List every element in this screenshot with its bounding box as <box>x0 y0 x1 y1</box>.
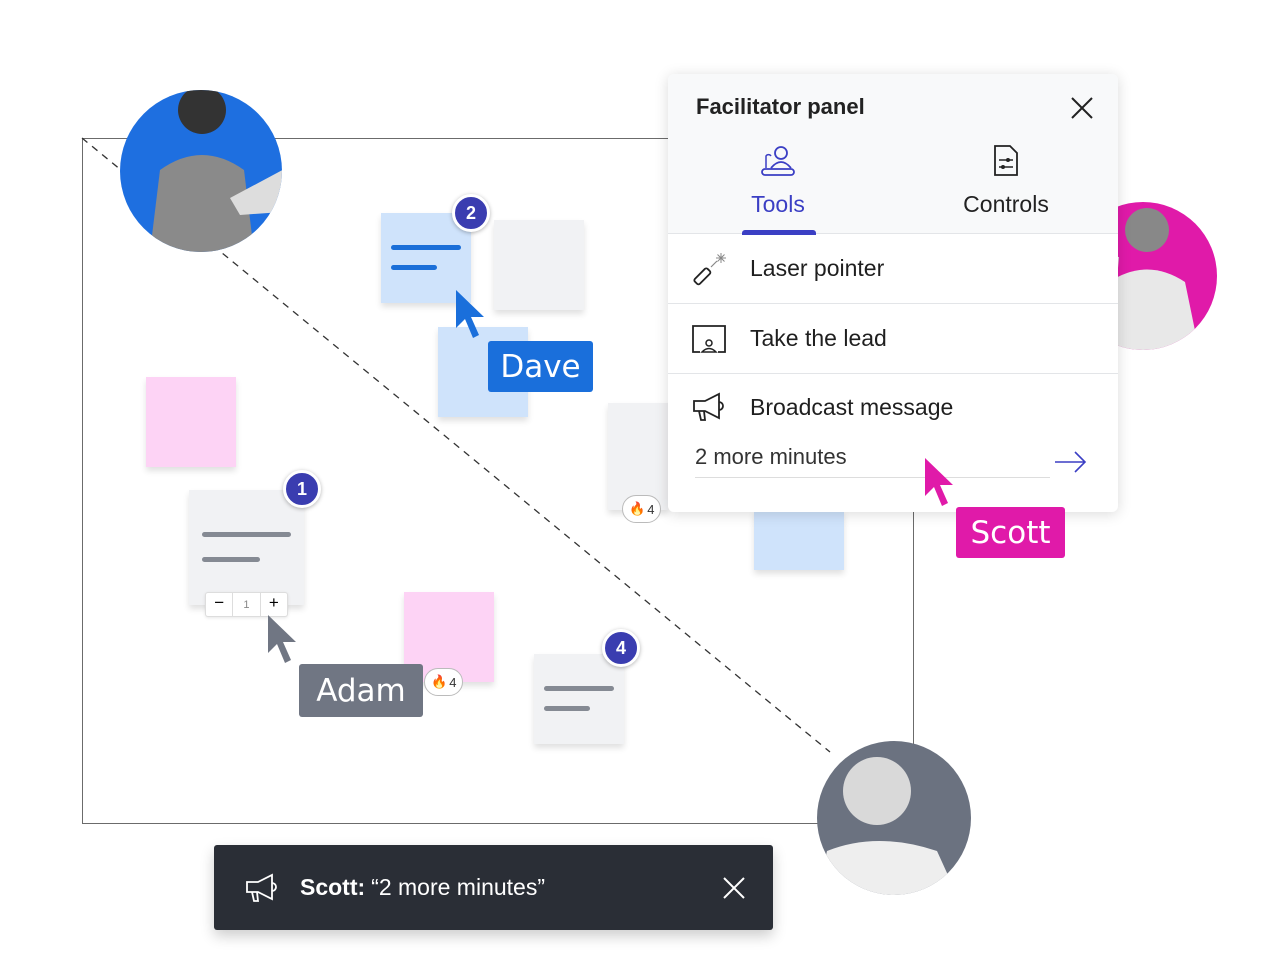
vote-count: 1 <box>233 593 261 616</box>
tool-label: Take the lead <box>750 325 887 351</box>
sticky-note[interactable] <box>381 213 471 303</box>
tool-label: Laser pointer <box>750 255 885 281</box>
close-icon[interactable] <box>1070 96 1094 120</box>
presenter-icon <box>761 146 795 176</box>
avatar-adam <box>817 741 971 895</box>
vote-stepper[interactable]: − 1 + <box>205 592 288 617</box>
increment-button[interactable]: + <box>268 593 279 612</box>
fire-icon: 🔥 <box>629 501 646 516</box>
active-tab-indicator <box>742 230 816 235</box>
send-arrow-icon[interactable] <box>1054 450 1088 474</box>
vote-badge: 1 <box>283 470 321 508</box>
tab-label: Tools <box>751 191 805 217</box>
sticky-note[interactable] <box>146 377 236 467</box>
cursor-label-dave: Dave <box>488 341 593 392</box>
dave-cursor-icon <box>456 290 484 338</box>
megaphone-icon <box>693 392 724 421</box>
tab-controls[interactable]: Controls <box>936 144 1076 218</box>
vote-badge: 2 <box>452 194 490 232</box>
person-illustration <box>150 90 282 252</box>
tool-broadcast-message[interactable]: Broadcast message 2 more minutes <box>668 374 1118 512</box>
adam-cursor-icon <box>268 615 296 663</box>
cursor-label-scott: Scott <box>956 507 1065 558</box>
fire-icon: 🔥 <box>431 674 448 689</box>
sticky-note[interactable] <box>608 403 668 510</box>
megaphone-icon <box>246 873 277 902</box>
panel-title: Facilitator panel <box>696 94 865 119</box>
avatar-dave <box>120 90 282 252</box>
decrement-button[interactable]: − <box>206 593 234 616</box>
sticky-note[interactable] <box>534 654 624 744</box>
tool-take-the-lead[interactable]: Take the lead <box>668 304 1118 374</box>
sticky-note[interactable] <box>189 490 304 605</box>
close-icon[interactable] <box>723 876 745 899</box>
sticky-note[interactable] <box>754 510 844 570</box>
document-settings-icon <box>994 145 1018 176</box>
reaction-chip[interactable]: 🔥4 <box>622 495 662 523</box>
tab-label: Controls <box>963 191 1049 217</box>
reaction-chip[interactable]: 🔥4 <box>424 668 464 696</box>
tool-label: Broadcast message <box>750 393 954 420</box>
broadcast-message-input[interactable]: 2 more minutes <box>695 444 1050 478</box>
reaction-count: 4 <box>449 674 457 690</box>
laser-pointer-icon <box>693 252 726 285</box>
tab-tools[interactable]: Tools <box>708 144 848 235</box>
scott-cursor-icon <box>925 458 953 506</box>
person-illustration <box>817 757 957 895</box>
vote-badge: 4 <box>602 629 640 667</box>
tool-laser-pointer[interactable]: Laser pointer <box>668 234 1118 304</box>
toast-sender: Scott: <box>300 874 366 900</box>
cursor-label-adam: Adam <box>299 664 423 717</box>
facilitator-panel: Facilitator panel Tools Controls Laser p… <box>668 74 1118 512</box>
reaction-count: 4 <box>647 501 655 517</box>
broadcast-toast: Scott: “2 more minutes” <box>214 845 773 930</box>
sticky-note[interactable] <box>494 220 584 310</box>
present-screen-icon <box>692 324 726 353</box>
toast-message: “2 more minutes” <box>371 874 545 900</box>
